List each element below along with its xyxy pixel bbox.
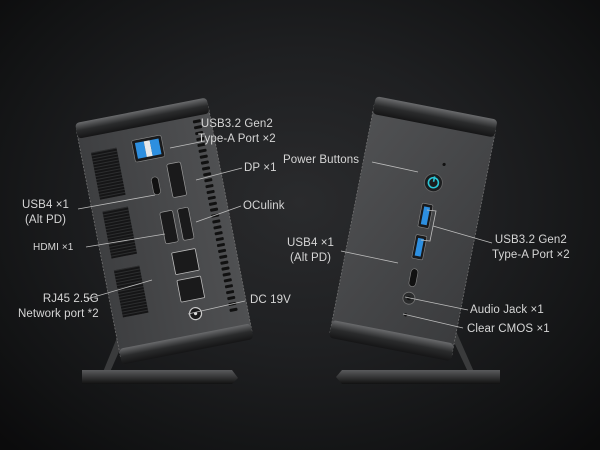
callout-line1: DP ×1 <box>244 162 277 174</box>
left-device <box>75 98 253 384</box>
callout-line1: Power Buttons <box>283 154 360 166</box>
callout-hdmi: HDMI ×1 <box>33 240 73 255</box>
callout-cmos: Clear CMOS ×1 <box>467 322 550 337</box>
callout-usb32-front: USB3.2 Gen2 Type-A Port ×2 <box>492 233 570 263</box>
callout-usb4-front: USB4 ×1 (Alt PD) <box>287 236 334 266</box>
callout-power: Power Buttons <box>283 153 359 168</box>
callout-line2: Type-A Port ×2 <box>492 249 570 261</box>
callout-usb32-rear: USB3.2 Gen2 Type-A Port ×2 <box>198 117 276 147</box>
right-stand-base <box>336 370 500 384</box>
callout-line2: Type-A Port ×2 <box>198 133 276 145</box>
callout-line2: Network port *2 <box>18 308 99 320</box>
callout-line1: USB3.2 Gen2 <box>200 118 273 130</box>
callout-line1: Audio Jack ×1 <box>470 304 544 316</box>
callout-line1: OCulink <box>243 200 285 212</box>
callout-line1: USB4 ×1 <box>22 199 70 211</box>
right-device <box>329 96 500 384</box>
callout-oculink: OCulink <box>243 199 285 214</box>
callout-line1: USB4 ×1 <box>287 237 335 249</box>
callout-dp: DP ×1 <box>244 161 277 176</box>
callout-line1: HDMI ×1 <box>33 242 74 253</box>
callout-usb4-rear: USB4 ×1 (Alt PD) <box>22 198 69 228</box>
left-stand-base <box>82 370 238 384</box>
callout-line2: (Alt PD) <box>290 252 332 264</box>
callout-audio: Audio Jack ×1 <box>470 303 544 318</box>
callout-rj45: RJ45 2.5G Network port *2 <box>18 292 99 322</box>
callout-line1: DC 19V <box>250 294 291 306</box>
callout-lines <box>77 140 493 329</box>
callout-line1: USB3.2 Gen2 <box>494 234 567 246</box>
callout-line2: (Alt PD) <box>25 214 67 226</box>
callout-line1: Clear CMOS ×1 <box>467 323 550 335</box>
callout-line1: RJ45 2.5G <box>42 293 99 305</box>
callout-dc: DC 19V <box>250 293 291 308</box>
